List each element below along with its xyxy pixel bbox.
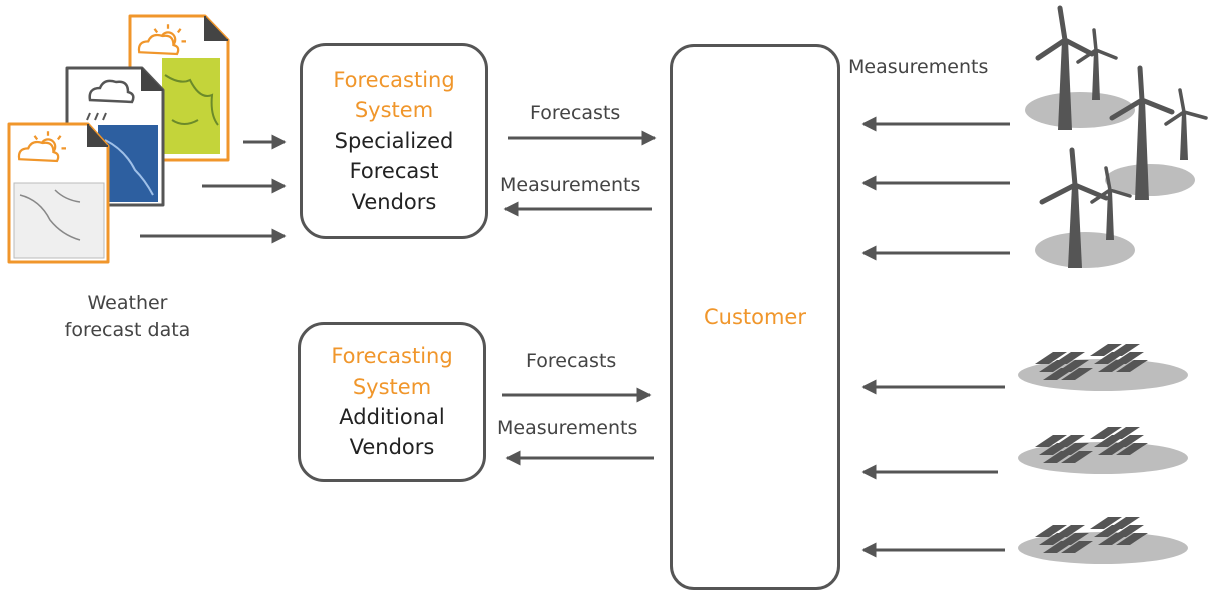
- weather-doc-outline-icon: [7, 122, 110, 264]
- system1-body-line2: Forecast: [349, 159, 439, 184]
- forecasting-system-additional: Forecasting System Additional Vendors: [298, 322, 486, 482]
- system2-title-line1: Forecasting: [331, 344, 453, 369]
- customer-label: Customer: [703, 304, 806, 329]
- measurements-label-bottom: Measurements: [497, 417, 638, 439]
- forecasting-system-specialized: Forecasting System Specialized Forecast …: [300, 43, 488, 239]
- weather-caption: Weather forecast data: [40, 290, 215, 343]
- forecasts-label-top: Forecasts: [530, 102, 621, 124]
- measurements-label-turbines: Measurements: [848, 56, 989, 78]
- measurements-label-top: Measurements: [500, 174, 641, 196]
- customer-box: Customer: [670, 44, 840, 590]
- weather-caption-line2: forecast data: [64, 318, 191, 341]
- forecasts-label-bottom: Forecasts: [526, 350, 617, 372]
- system1-title-line2: System: [354, 98, 434, 123]
- system2-body-line1: Additional: [339, 405, 445, 429]
- weather-caption-line1: Weather: [87, 292, 168, 314]
- system2-title-line2: System: [352, 374, 432, 399]
- system1-title-line1: Forecasting: [333, 67, 455, 92]
- solar-panel-icon-3: [1018, 517, 1188, 564]
- wind-turbine-farm-icon: [1025, 5, 1208, 268]
- solar-panel-icon-2: [1018, 427, 1188, 474]
- system1-body-line1: Specialized: [334, 128, 454, 153]
- solar-panel-icon-1: [1018, 344, 1188, 391]
- system2-body-line2: Vendors: [349, 435, 435, 460]
- system1-body-line3: Vendors: [351, 189, 437, 214]
